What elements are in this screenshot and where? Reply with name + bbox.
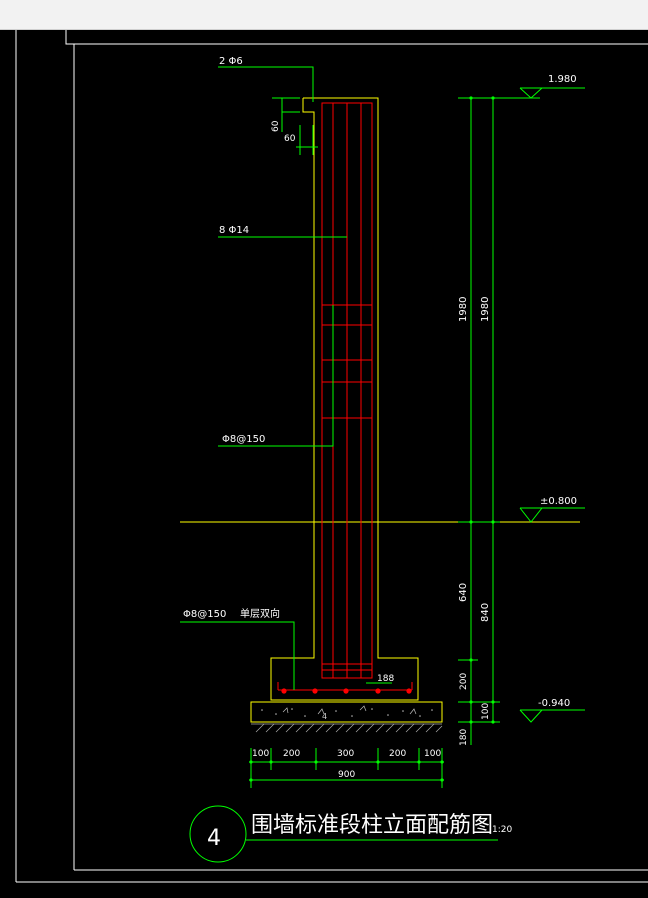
dim-60-vertical: 60 (271, 120, 281, 132)
label-base-mesh: Φ8@150 (183, 609, 226, 620)
drawing-title: 围墙标准段柱立面配筋图 (251, 813, 493, 838)
dim-180-bottom: 180 (459, 729, 469, 746)
column-rebar (277, 102, 413, 691)
dim-200-left: 200 (283, 749, 300, 759)
label-main-bars: 8 Φ14 (219, 225, 249, 236)
leader-lines (180, 66, 585, 841)
detail-number-circle (189, 805, 247, 863)
dim-200-right: 200 (389, 749, 406, 759)
dim-188: 188 (377, 674, 394, 684)
dim-200-foot: 200 (459, 673, 469, 690)
soil-hatch (251, 723, 443, 733)
dim-640: 640 (458, 583, 469, 602)
dim-840: 840 (480, 603, 491, 622)
base-rebar-dots (281, 688, 412, 694)
label-stirrup-column: Φ8@150 (222, 434, 265, 445)
dim-100-left: 100 (252, 749, 269, 759)
dim-100-right: 100 (424, 749, 441, 759)
elevation-top: 1.980 (548, 74, 577, 85)
label-stirrup-cap: 2 Φ6 (219, 56, 243, 67)
svg-text:4: 4 (322, 712, 327, 721)
dim-100-pad: 100 (481, 703, 491, 720)
detail-number: 4 (207, 826, 221, 851)
dim-1980-left: 1980 (458, 297, 469, 322)
dim-60-horizontal: 60 (284, 134, 296, 144)
dim-300: 300 (337, 749, 354, 759)
elevation-base: -0.940 (538, 698, 570, 709)
window-top-bar (0, 0, 648, 30)
drawing-scale: 1:20 (492, 825, 512, 835)
drawing-frame (15, 30, 648, 883)
label-base-mesh-note: 单层双向 (240, 607, 280, 620)
column-outline (270, 97, 419, 701)
elevation-ground: ±0.800 (540, 496, 577, 507)
dimension-ticks (249, 96, 495, 782)
dim-900-total: 900 (338, 770, 355, 780)
concrete-pad: 4 (250, 701, 443, 723)
dim-1980-right: 1980 (480, 297, 491, 322)
